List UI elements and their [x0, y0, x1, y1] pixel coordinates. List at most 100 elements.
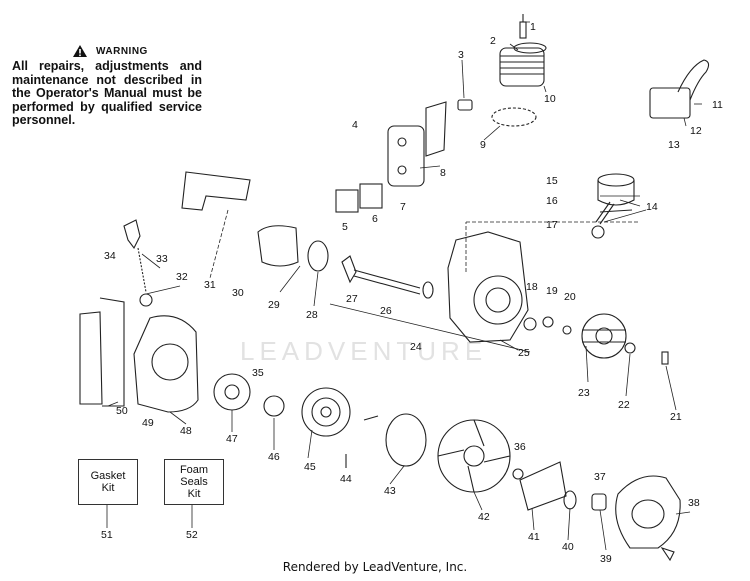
callout-34: 34 [104, 250, 116, 262]
callout-47: 47 [226, 433, 238, 445]
ignition-coil-part [649, 59, 710, 119]
callout-2: 2 [490, 35, 496, 47]
callout-8: 8 [440, 167, 446, 179]
callout-42: 42 [478, 511, 490, 523]
callout-11: 11 [712, 99, 723, 111]
crankcase-part [447, 231, 529, 343]
cover-screw-part [660, 546, 675, 562]
retaining-ring-part [562, 325, 572, 335]
impeller-nut-part [512, 468, 524, 480]
callout-22: 22 [618, 399, 630, 411]
callout-33: 33 [156, 253, 168, 265]
foam-seal-part [79, 297, 125, 407]
wrench-part [123, 219, 141, 250]
intake-boot-part [457, 99, 473, 111]
flywheel-nut-part [624, 342, 636, 354]
callout-25: 25 [518, 347, 530, 359]
callout-27: 27 [346, 293, 358, 305]
washer-part [542, 316, 554, 328]
callout-14: 14 [646, 201, 658, 213]
callout-17: 17 [546, 219, 558, 231]
warning-box: WARNING All repairs, adjustments and mai… [12, 44, 202, 128]
spark-plug-part [519, 14, 527, 39]
warning-text: All repairs, adjustments and maintenance… [12, 59, 202, 127]
callout-9: 9 [480, 139, 486, 151]
callout-3: 3 [458, 49, 464, 61]
callout-36: 36 [514, 441, 526, 453]
callout-13: 13 [668, 139, 680, 151]
recoil-housing-part [301, 387, 351, 437]
blower-cover-part [615, 475, 681, 549]
carb-adapter-part [257, 225, 299, 267]
callout-4: 4 [352, 119, 358, 131]
shroud-plate-part [519, 461, 567, 511]
warning-header: WARNING [12, 44, 202, 58]
crankshaft-part [341, 255, 434, 299]
callout-5: 5 [342, 221, 348, 233]
spring-part [137, 247, 147, 293]
grommet-part [139, 293, 153, 307]
callout-31: 31 [204, 279, 216, 291]
foam-seals-kit-box: Foam Seals Kit [164, 459, 224, 505]
warning-triangle-icon [73, 45, 87, 57]
callout-26: 26 [380, 305, 392, 317]
pin-part [661, 351, 669, 365]
callout-7: 7 [400, 201, 406, 213]
engine-housing-part [133, 315, 199, 413]
callout-45: 45 [304, 461, 316, 473]
cylinder-gasket-part [491, 107, 537, 127]
screw-part [363, 415, 379, 421]
callout-19: 19 [546, 285, 558, 297]
leader-lines [106, 21, 702, 551]
muffler-shield-part [425, 101, 447, 157]
callout-29: 29 [268, 299, 280, 311]
callout-20: 20 [564, 291, 576, 303]
callout-16: 16 [546, 195, 558, 207]
callout-38: 38 [688, 497, 700, 509]
starter-pulley-part [213, 373, 251, 411]
oil-seal-part [307, 240, 329, 272]
starter-cover-part [385, 413, 427, 467]
callout-30: 30 [232, 287, 244, 299]
muffler-part [387, 125, 425, 187]
watermark: LEADVENTURE [240, 336, 488, 366]
callout-12: 12 [690, 125, 702, 137]
carb-gasket-part [181, 171, 251, 211]
piston-part [591, 173, 635, 239]
thrust-washer-part [563, 490, 577, 510]
warning-title: WARNING [96, 45, 148, 57]
callout-39: 39 [600, 553, 612, 565]
callout-40: 40 [562, 541, 574, 553]
footer-credit: Rendered by LeadVenture, Inc. [282, 560, 468, 574]
callout-35: 35 [252, 367, 264, 379]
callout-10: 10 [544, 93, 556, 105]
callout-37: 37 [594, 471, 606, 483]
callout-24: 24 [410, 341, 422, 353]
callout-46: 46 [268, 451, 280, 463]
exhaust-gasket-part [359, 183, 383, 209]
callout-21: 21 [670, 411, 682, 423]
callout-43: 43 [384, 485, 396, 497]
callout-44: 44 [340, 473, 352, 485]
callout-28: 28 [306, 309, 318, 321]
recoil-washer-part [263, 395, 285, 417]
bushing-part [591, 493, 607, 511]
callout-1: 1 [530, 21, 536, 33]
impeller-part [437, 419, 511, 493]
callout-50: 50 [116, 405, 128, 417]
flywheel-part [581, 313, 627, 359]
callout-52: 52 [186, 529, 198, 541]
callout-18: 18 [526, 281, 538, 293]
gasket-kit-box: Gasket Kit [78, 459, 138, 505]
callout-51: 51 [101, 529, 113, 541]
callout-41: 41 [528, 531, 540, 543]
callout-6: 6 [372, 213, 378, 225]
callout-49: 49 [142, 417, 154, 429]
callout-48: 48 [180, 425, 192, 437]
callout-23: 23 [578, 387, 590, 399]
bearing-part [523, 317, 537, 331]
callout-32: 32 [176, 271, 188, 283]
